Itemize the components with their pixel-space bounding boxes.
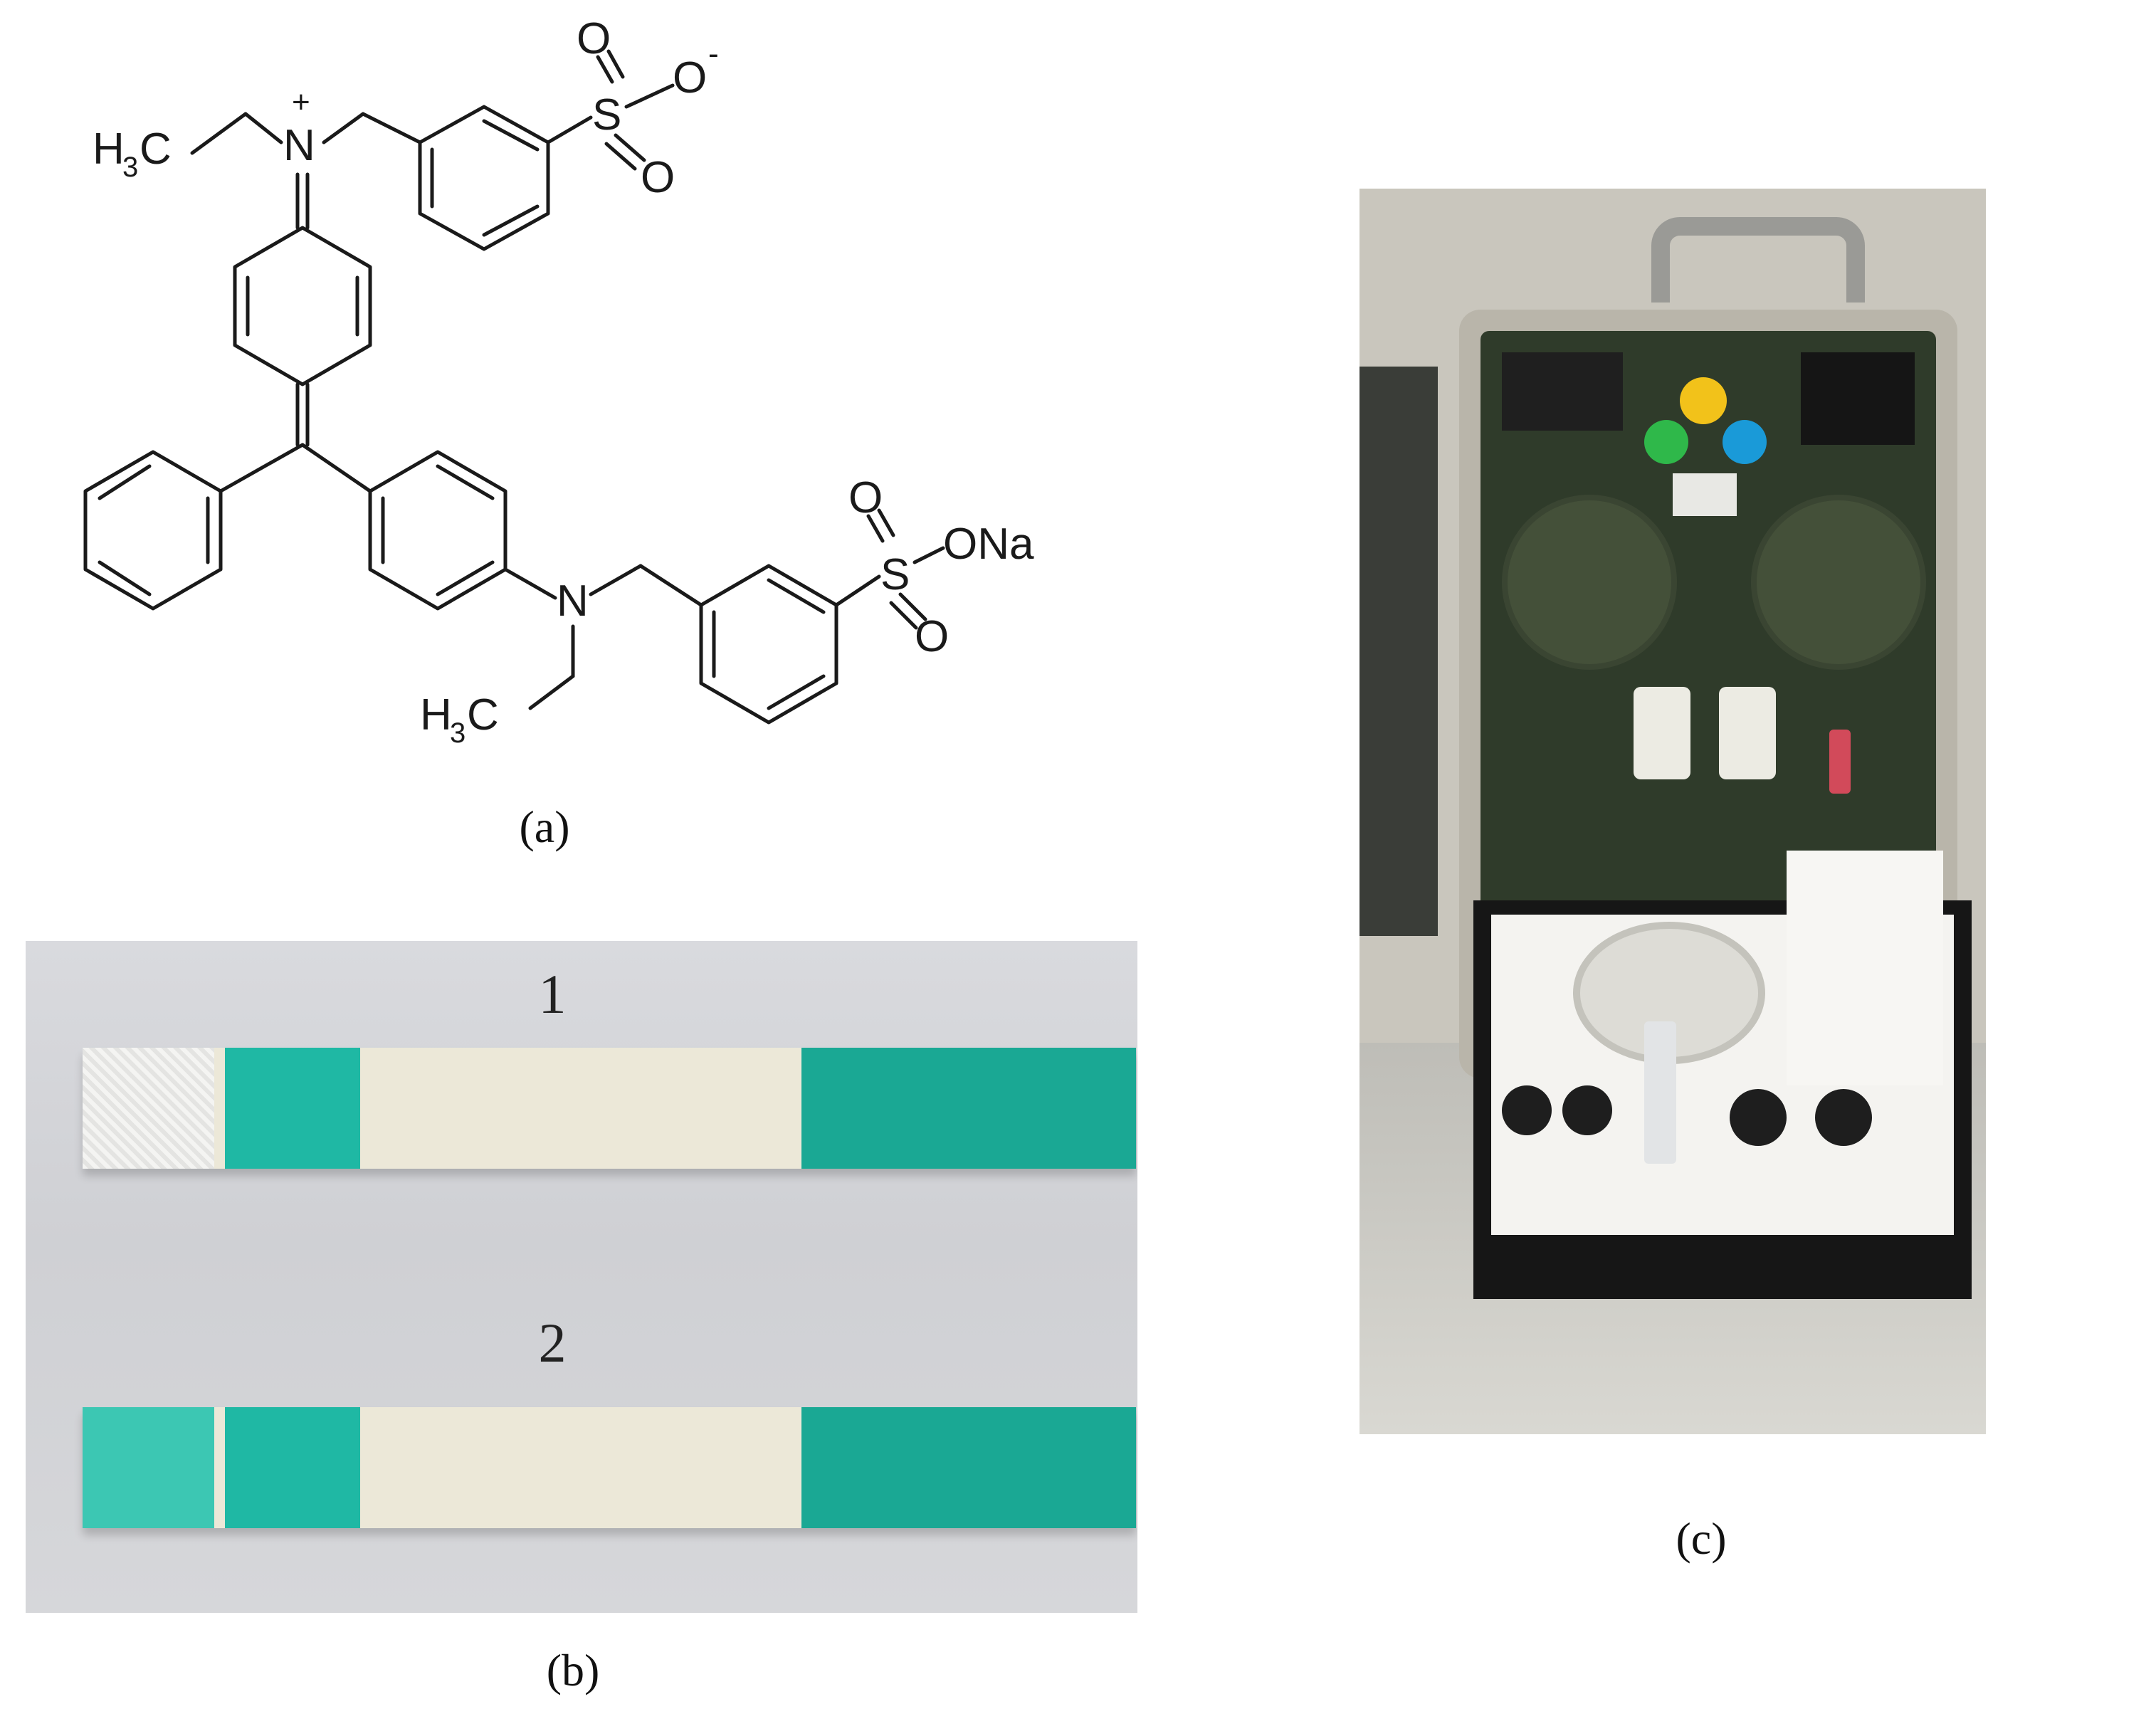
atom-ona: ONa [943,520,1034,569]
field-kit-photo [1360,189,1986,1434]
caption-a: (a) [519,801,570,852]
cap-icon [1730,1089,1787,1146]
lamp-blue-icon [1723,420,1767,464]
atom-c-bottom: C [467,690,499,740]
sample-pad-teal [83,1407,214,1528]
atom-n-bottom: N [557,577,589,626]
open-lid [1360,367,1438,936]
case-handle [1651,217,1865,303]
atom-sub: 3 [122,152,138,183]
atom-c: C [140,125,172,174]
strip-label-2: 2 [538,1312,567,1374]
atom-sub-bottom: 3 [450,717,466,749]
charge-minus: - [708,36,719,71]
sample-pad-white [83,1048,214,1169]
lamp-yellow-icon [1680,377,1727,424]
right-drum-cover [1751,495,1926,670]
conjugate-pad [225,1407,360,1528]
charge-plus: + [292,85,310,120]
switch-plate [1502,352,1623,431]
atom-o-bottom-1: O [848,473,883,522]
chemical-structure: H 3 C N + S O O - O N H 3 C S O ONa O [83,14,1034,749]
red-flask [1829,730,1851,794]
reagent-bottle-right [1719,687,1776,779]
test-strips-photo: 1 2 [26,941,1137,1613]
control-panel [1481,331,1936,915]
atom-o-top-3: O [641,153,675,202]
atom-o-bottom-2: O [915,612,949,661]
cap-icon [1815,1089,1872,1146]
atom-o-top-1: O [577,14,611,63]
atom-s-bottom: S [880,550,910,599]
test-strip-2 [83,1407,1136,1528]
left-drum-cover [1502,495,1677,670]
lamp-green-icon [1644,420,1688,464]
reagent-bottle-left [1634,687,1690,779]
atom-h: H [93,125,125,174]
vial-icon [1644,1021,1676,1164]
absorbent-pad [801,1048,1136,1169]
white-card-stack [1787,851,1943,1085]
cap-icon [1502,1085,1552,1135]
test-strip-1 [83,1048,1136,1169]
cap-icon [1562,1085,1612,1135]
strip-label-1: 1 [538,963,567,1025]
caption-c: (c) [1676,1513,1727,1564]
meter-icon [1673,473,1737,516]
atom-n-plus: N [283,121,315,170]
caption-b: (b) [546,1645,600,1695]
atom-h-bottom: H [420,690,452,740]
atom-o-top-2: O [673,53,707,102]
gauge-plate [1801,352,1915,445]
conjugate-pad [225,1048,360,1169]
atom-s-top: S [592,90,621,140]
absorbent-pad [801,1407,1136,1528]
